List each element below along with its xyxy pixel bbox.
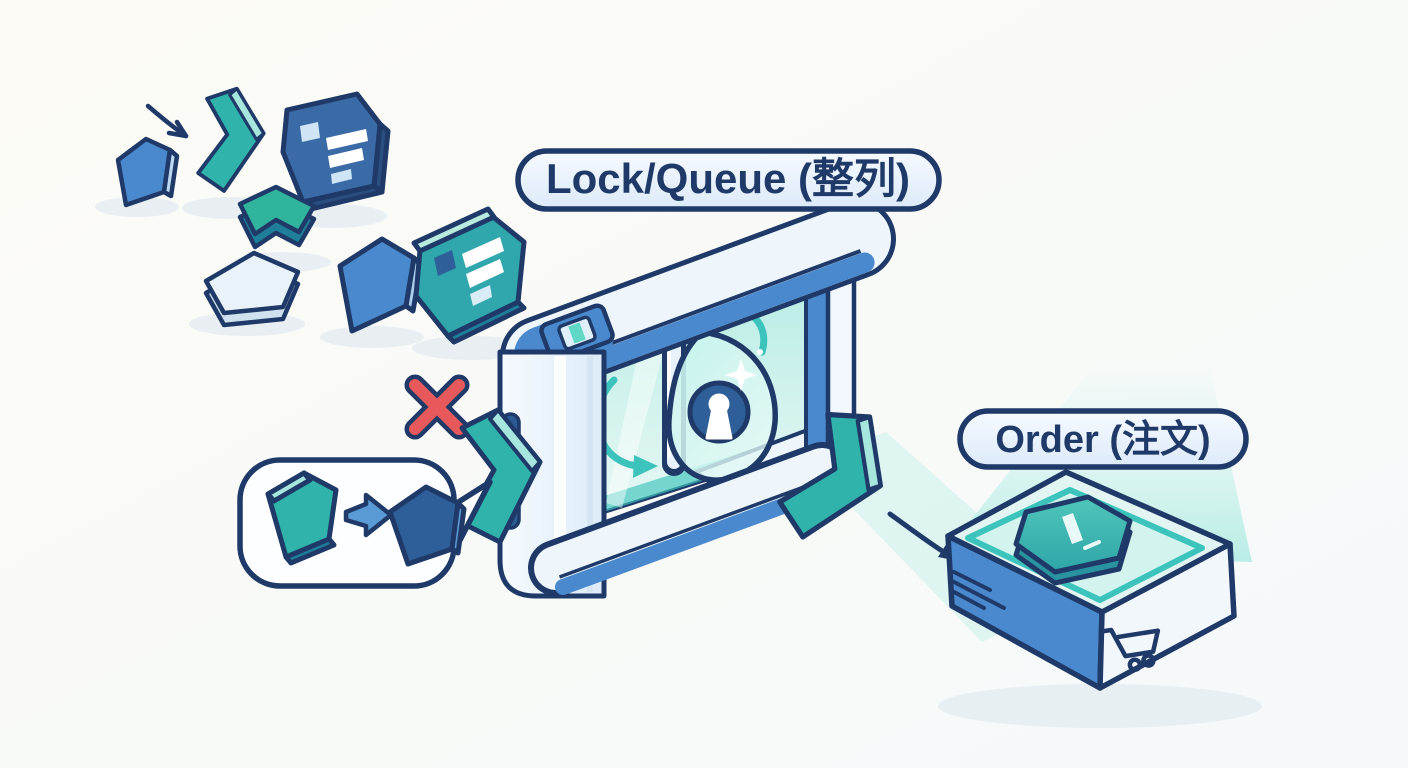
red-cross-icon: [404, 374, 470, 440]
incoming-arrow-icon: [145, 103, 189, 139]
request-shapes-cluster: [115, 82, 527, 345]
sparkle-icon: [725, 349, 763, 391]
ordered-item-pentagon: [1013, 494, 1133, 586]
request-card-dark: [280, 91, 391, 212]
request-pentagon-small: [115, 136, 180, 208]
lock-queue-label-pill: [515, 148, 942, 212]
speech-bubble: [237, 457, 493, 589]
transform-arrow-icon: [343, 492, 394, 538]
shopping-cart-icon: [1099, 627, 1161, 672]
item-before-pentagon: [265, 470, 339, 566]
lock-keyhole-icon: [666, 329, 778, 483]
order-label: Order (注文): [957, 408, 1249, 470]
lock-queue-label-text: Lock/Queue (整列): [546, 155, 910, 202]
order-box: [945, 469, 1237, 691]
item-after-pentagon: [387, 484, 467, 567]
gate-indicator: [539, 303, 615, 363]
box-shipping-lines: [952, 570, 1006, 610]
order-label-text: Order (注文): [995, 419, 1210, 461]
request-chevron-down: [237, 184, 317, 250]
request-pentagon-flat: [203, 250, 301, 328]
request-card-teal: [411, 206, 527, 345]
lock-queue-label: Lock/Queue (整列): [515, 148, 942, 212]
order-label-pill: [957, 408, 1249, 470]
